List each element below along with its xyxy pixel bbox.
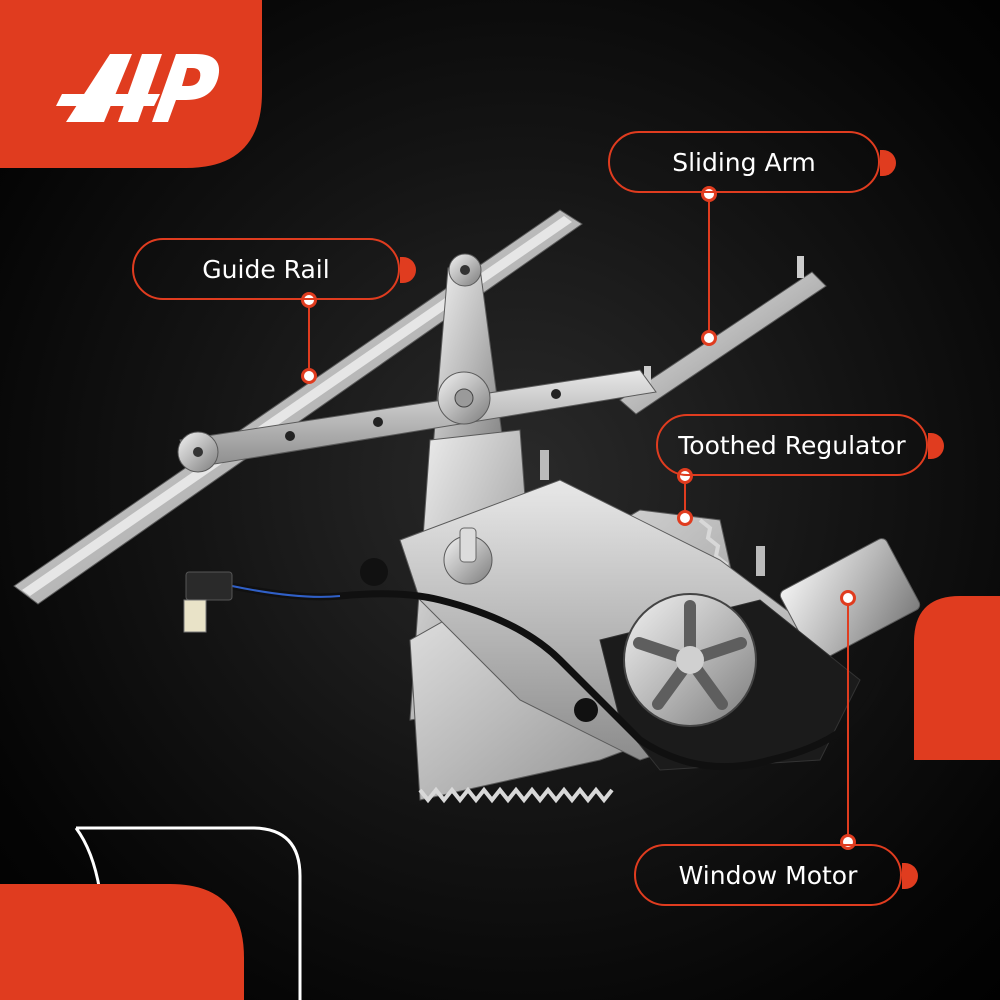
connector-plug bbox=[183, 599, 207, 633]
guide-rail-callout: Guide Rail bbox=[132, 238, 416, 300]
window-motor-callout: Window Motor bbox=[634, 844, 918, 906]
toothed-regulator-callout: Toothed Regulator bbox=[656, 414, 944, 476]
toothed-regulator-callout-cap bbox=[928, 433, 944, 459]
window-motor-callout-cap bbox=[902, 863, 918, 889]
bottom-left-outline bbox=[76, 826, 302, 1000]
wiring-harness bbox=[183, 558, 884, 771]
guide-rail-pointer-dot bbox=[301, 292, 317, 308]
sliding-arm-anchor-dot bbox=[701, 330, 717, 346]
scissor-arm-horizontal bbox=[177, 369, 657, 473]
guide-rail-callout-cap bbox=[400, 257, 416, 283]
guide-rail bbox=[13, 209, 583, 605]
toothed-regulator-label: Toothed Regulator bbox=[678, 430, 906, 460]
right-accent-shape bbox=[914, 596, 1000, 760]
toothed-regulator-anchor-dot bbox=[677, 510, 693, 526]
sliding-arm-callout-cap bbox=[880, 150, 896, 176]
guide-rail-label: Guide Rail bbox=[202, 254, 330, 284]
wire-connector bbox=[185, 571, 233, 601]
sliding-arm bbox=[619, 256, 827, 415]
guide-rail-anchor-dot bbox=[301, 368, 317, 384]
window-motor-label: Window Motor bbox=[678, 860, 858, 890]
bottom-left-accent-shape bbox=[0, 884, 244, 1000]
window-motor-pointer-dot bbox=[840, 834, 856, 850]
logo-badge-shape bbox=[0, 0, 262, 168]
sliding-arm-callout: Sliding Arm bbox=[608, 131, 896, 193]
sliding-arm-pointer-dot bbox=[701, 186, 717, 202]
sliding-arm-label: Sliding Arm bbox=[672, 147, 816, 177]
window-motor-anchor-dot bbox=[840, 590, 856, 606]
window-motor bbox=[599, 538, 921, 771]
